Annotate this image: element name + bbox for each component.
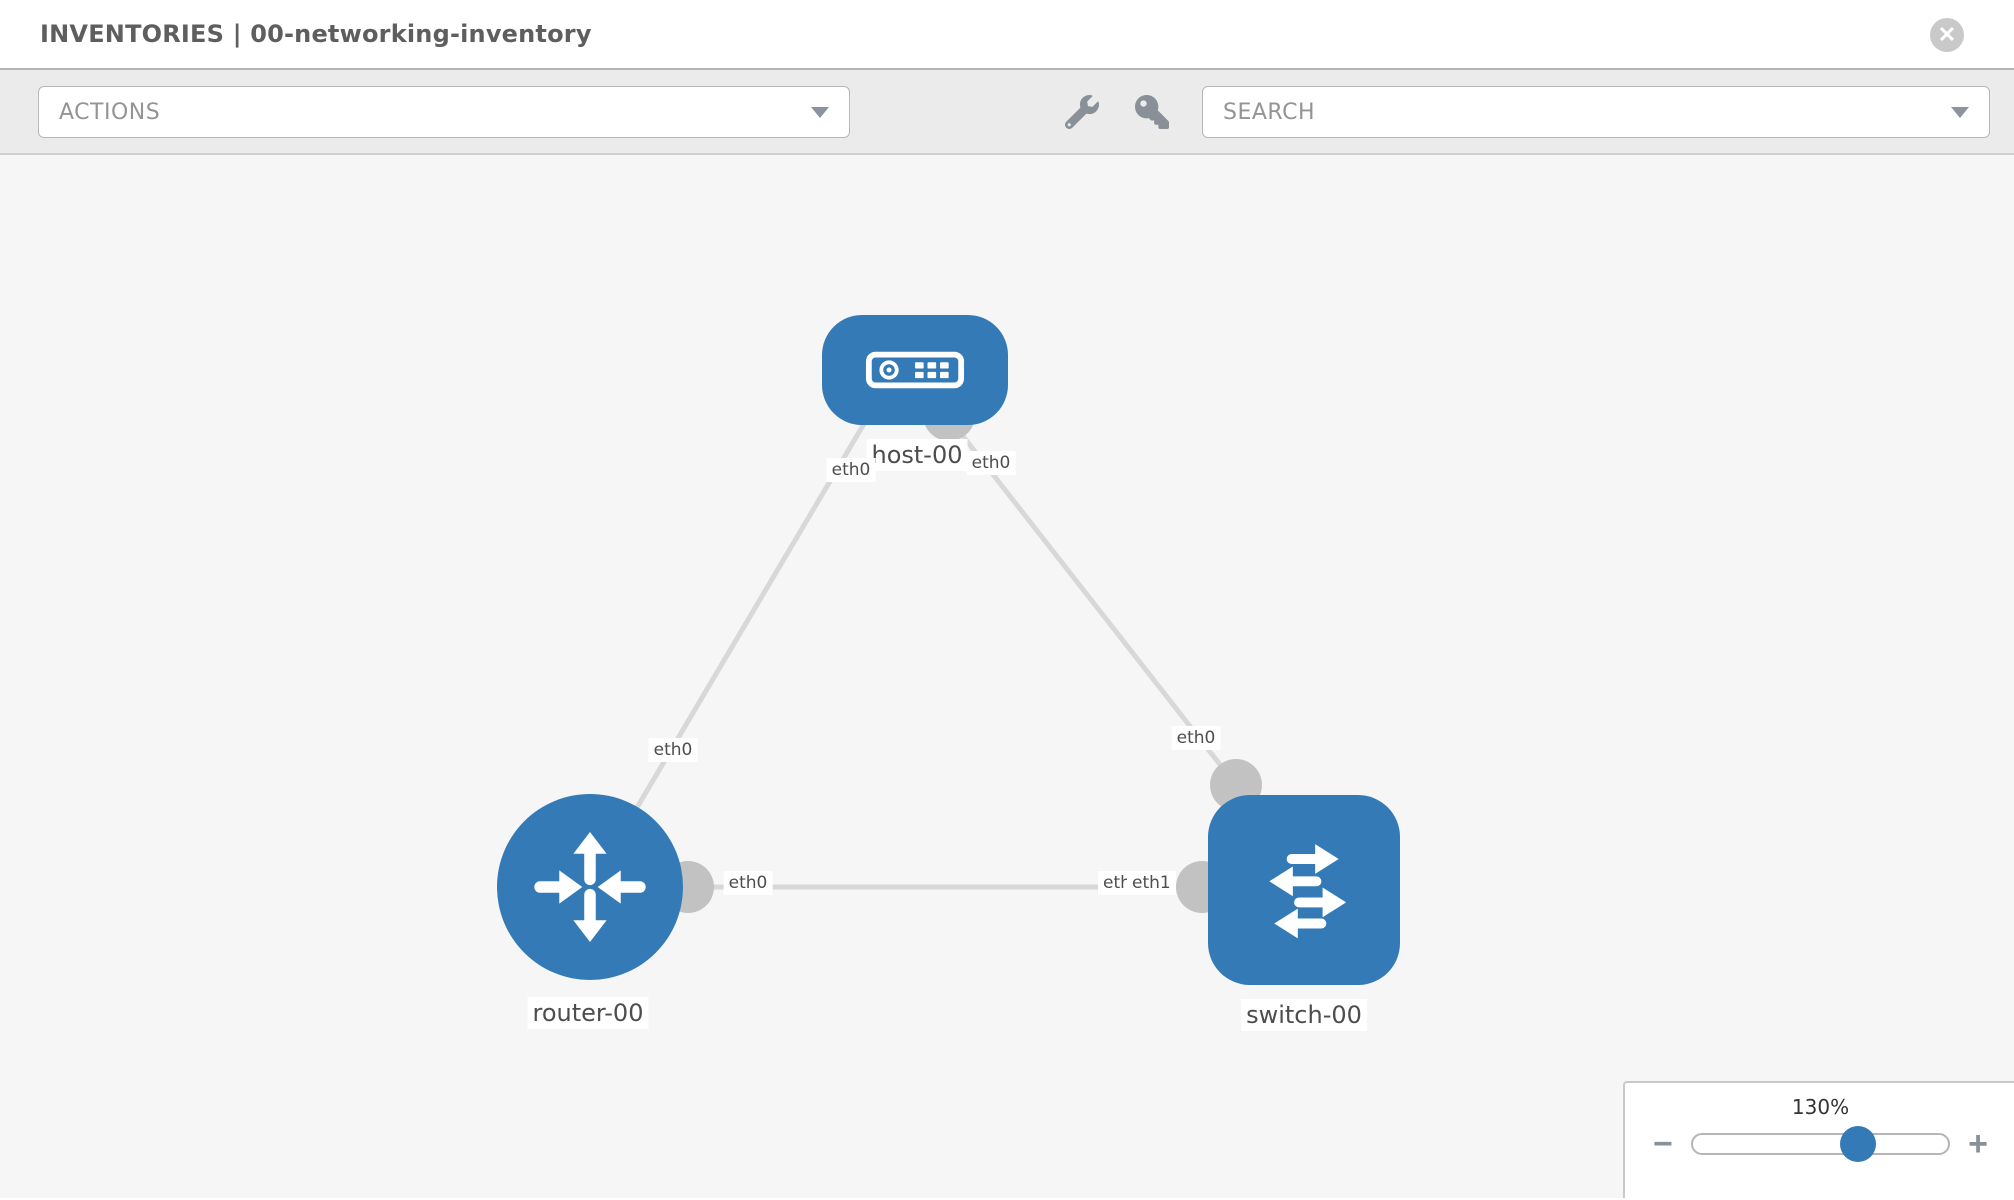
port-label-host-eth0-right: eth0 xyxy=(966,451,1016,475)
port-label-switch-eth1-left: eth1 xyxy=(1127,871,1176,895)
actions-dropdown-label: ACTIONS xyxy=(59,99,161,125)
page-title: INVENTORIES | 00-networking-inventory xyxy=(40,20,592,48)
port-label-host-eth0-left: eth0 xyxy=(826,458,876,482)
port-label-router-eth0-right: eth0 xyxy=(723,871,773,895)
port-label-switch-eth0-top: eth0 xyxy=(1171,726,1221,750)
actions-dropdown[interactable]: ACTIONS xyxy=(38,86,850,138)
node-label-router-00: router-00 xyxy=(527,997,649,1029)
host-icon xyxy=(865,351,965,389)
close-icon: ✕ xyxy=(1937,22,1957,47)
toolbar: ACTIONS SEARCH xyxy=(0,70,2014,155)
chevron-down-icon xyxy=(811,106,829,118)
close-button[interactable]: ✕ xyxy=(1930,18,1964,52)
topology-links xyxy=(587,389,1262,913)
minus-icon: − xyxy=(1653,1125,1673,1163)
zoom-slider[interactable] xyxy=(1690,1126,1951,1162)
key-icon xyxy=(1135,94,1169,129)
router-icon xyxy=(534,831,646,943)
node-label-host-00: host-00 xyxy=(866,439,968,471)
chevron-down-icon xyxy=(1951,106,1969,118)
wrench-icon xyxy=(1064,94,1099,129)
window-header: INVENTORIES | 00-networking-inventory ✕ xyxy=(0,0,2014,70)
zoom-in-button[interactable]: + xyxy=(1966,1127,1990,1161)
zoom-out-button[interactable]: − xyxy=(1651,1127,1675,1161)
zoom-slider-handle[interactable] xyxy=(1839,1126,1876,1162)
search-dropdown[interactable]: SEARCH xyxy=(1202,86,1990,138)
node-host-00[interactable] xyxy=(822,315,1008,425)
tools-button[interactable] xyxy=(1063,94,1101,132)
node-switch-00[interactable] xyxy=(1208,795,1400,985)
switch-icon xyxy=(1269,844,1347,939)
port-label-router-eth0-top: eth0 xyxy=(648,738,698,762)
link-host-switch xyxy=(946,415,1238,787)
search-dropdown-label: SEARCH xyxy=(1223,99,1316,125)
zoom-panel: 130% − + xyxy=(1623,1081,2014,1198)
node-router-00[interactable] xyxy=(497,794,683,980)
topology-canvas[interactable]: host-00 router-00 switch-00 eth0 eth0 et… xyxy=(0,155,2014,1198)
zoom-level: 130% xyxy=(1791,1095,1850,1119)
credentials-button[interactable] xyxy=(1133,94,1171,132)
node-label-switch-00: switch-00 xyxy=(1241,999,1367,1031)
plus-icon: + xyxy=(1968,1125,1988,1163)
